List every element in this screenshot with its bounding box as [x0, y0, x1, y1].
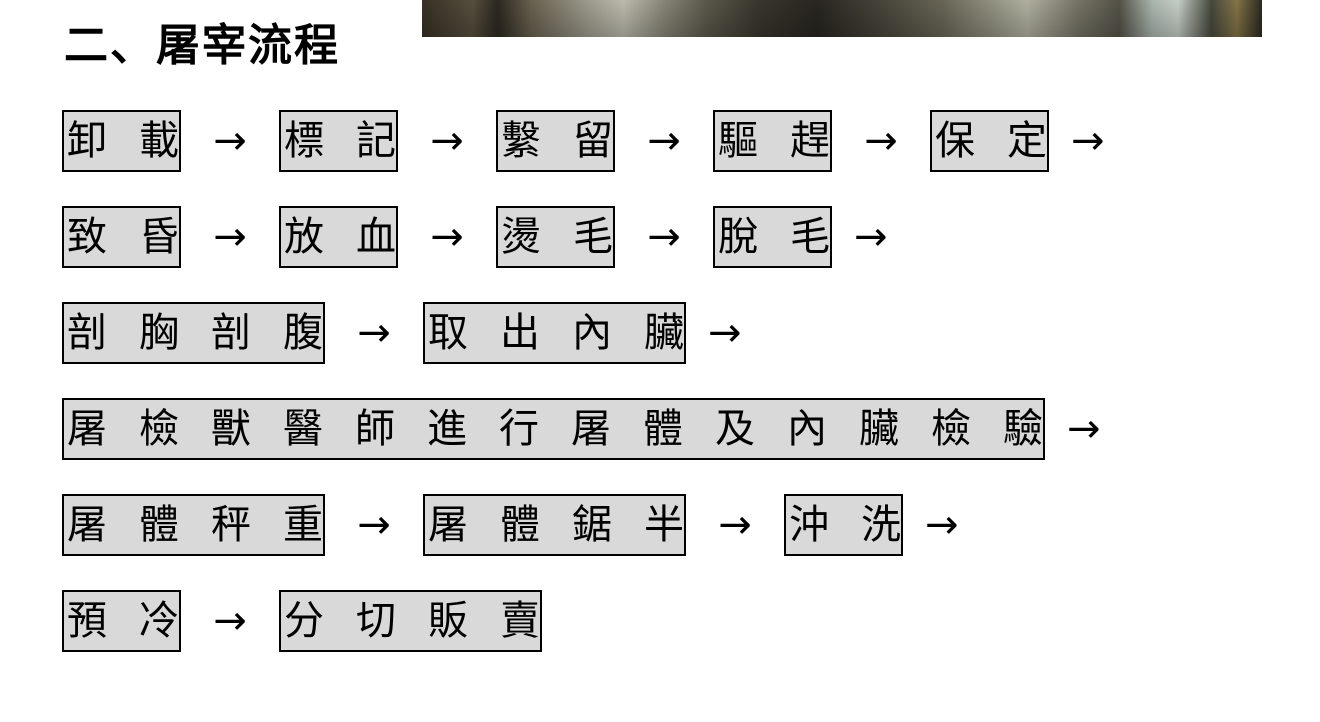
- header-photo: [422, 0, 1262, 37]
- flow-arrow: →: [430, 214, 464, 260]
- process-step-label: 分切販賣: [284, 598, 572, 644]
- process-step-label: 卸載: [67, 118, 211, 164]
- process-step: 繫留: [496, 110, 615, 172]
- process-step-label: 沖洗: [789, 502, 933, 548]
- flow-row: 卸載→標記→繫留→驅趕→保定→: [62, 108, 1302, 174]
- flow-arrow: →: [213, 214, 247, 260]
- flow-arrow: →: [357, 310, 391, 356]
- process-step-label: 屠體秤重: [67, 502, 355, 548]
- process-step-label: 致昏: [67, 214, 211, 260]
- flow-arrow: →: [1067, 406, 1101, 452]
- process-step: 分切販賣: [279, 590, 542, 652]
- process-step-label: 取出內臟: [428, 310, 716, 356]
- process-step: 屠體鋸半: [423, 494, 686, 556]
- process-step: 放血: [279, 206, 398, 268]
- process-step-label: 驅趕: [718, 118, 862, 164]
- process-step-label: 預冷: [67, 598, 211, 644]
- flow-arrow: →: [430, 118, 464, 164]
- process-step: 驅趕: [713, 110, 832, 172]
- flow-row: 屠檢獸醫師進行屠體及內臟檢驗→: [62, 396, 1302, 462]
- flow-arrow: →: [864, 118, 898, 164]
- process-step-label: 放血: [284, 214, 428, 260]
- process-step-label: 剖胸剖腹: [67, 310, 355, 356]
- flow-arrow: →: [925, 502, 959, 548]
- process-step: 預冷: [62, 590, 181, 652]
- flow-arrow: →: [647, 214, 681, 260]
- process-step-label: 脫毛: [718, 214, 862, 260]
- process-step-label: 繫留: [501, 118, 645, 164]
- process-step: 燙毛: [496, 206, 615, 268]
- process-step: 剖胸剖腹: [62, 302, 325, 364]
- page-title: 二、屠宰流程: [64, 20, 340, 71]
- header-photo-shade: [422, 0, 1262, 37]
- flow-row: 屠體秤重→屠體鋸半→沖洗→: [62, 492, 1302, 558]
- flow-arrow: →: [1071, 118, 1105, 164]
- process-step: 標記: [279, 110, 398, 172]
- flow-arrow: →: [213, 598, 247, 644]
- flow-arrow: →: [647, 118, 681, 164]
- process-step: 屠體秤重: [62, 494, 325, 556]
- process-step-label: 保定: [935, 118, 1079, 164]
- process-step: 致昏: [62, 206, 181, 268]
- flow-row: 致昏→放血→燙毛→脫毛→: [62, 204, 1302, 270]
- flow-arrow: →: [708, 310, 742, 356]
- flow-arrow: →: [854, 214, 888, 260]
- process-step-label: 屠檢獸醫師進行屠體及內臟檢驗: [67, 406, 1075, 452]
- process-step: 保定: [930, 110, 1049, 172]
- process-step-label: 燙毛: [501, 214, 645, 260]
- process-step: 卸載: [62, 110, 181, 172]
- flow-row: 剖胸剖腹→取出內臟→: [62, 300, 1302, 366]
- process-step: 取出內臟: [423, 302, 686, 364]
- flow-row: 預冷→分切販賣: [62, 588, 1302, 654]
- process-step-label: 標記: [284, 118, 428, 164]
- flow-arrow: →: [213, 118, 247, 164]
- process-step-label: 屠體鋸半: [428, 502, 716, 548]
- process-step: 屠檢獸醫師進行屠體及內臟檢驗: [62, 398, 1045, 460]
- process-step: 脫毛: [713, 206, 832, 268]
- flow-arrow: →: [718, 502, 752, 548]
- process-step: 沖洗: [784, 494, 903, 556]
- flow-arrow: →: [357, 502, 391, 548]
- process-flow: 卸載→標記→繫留→驅趕→保定→致昏→放血→燙毛→脫毛→剖胸剖腹→取出內臟→屠檢獸…: [62, 108, 1302, 684]
